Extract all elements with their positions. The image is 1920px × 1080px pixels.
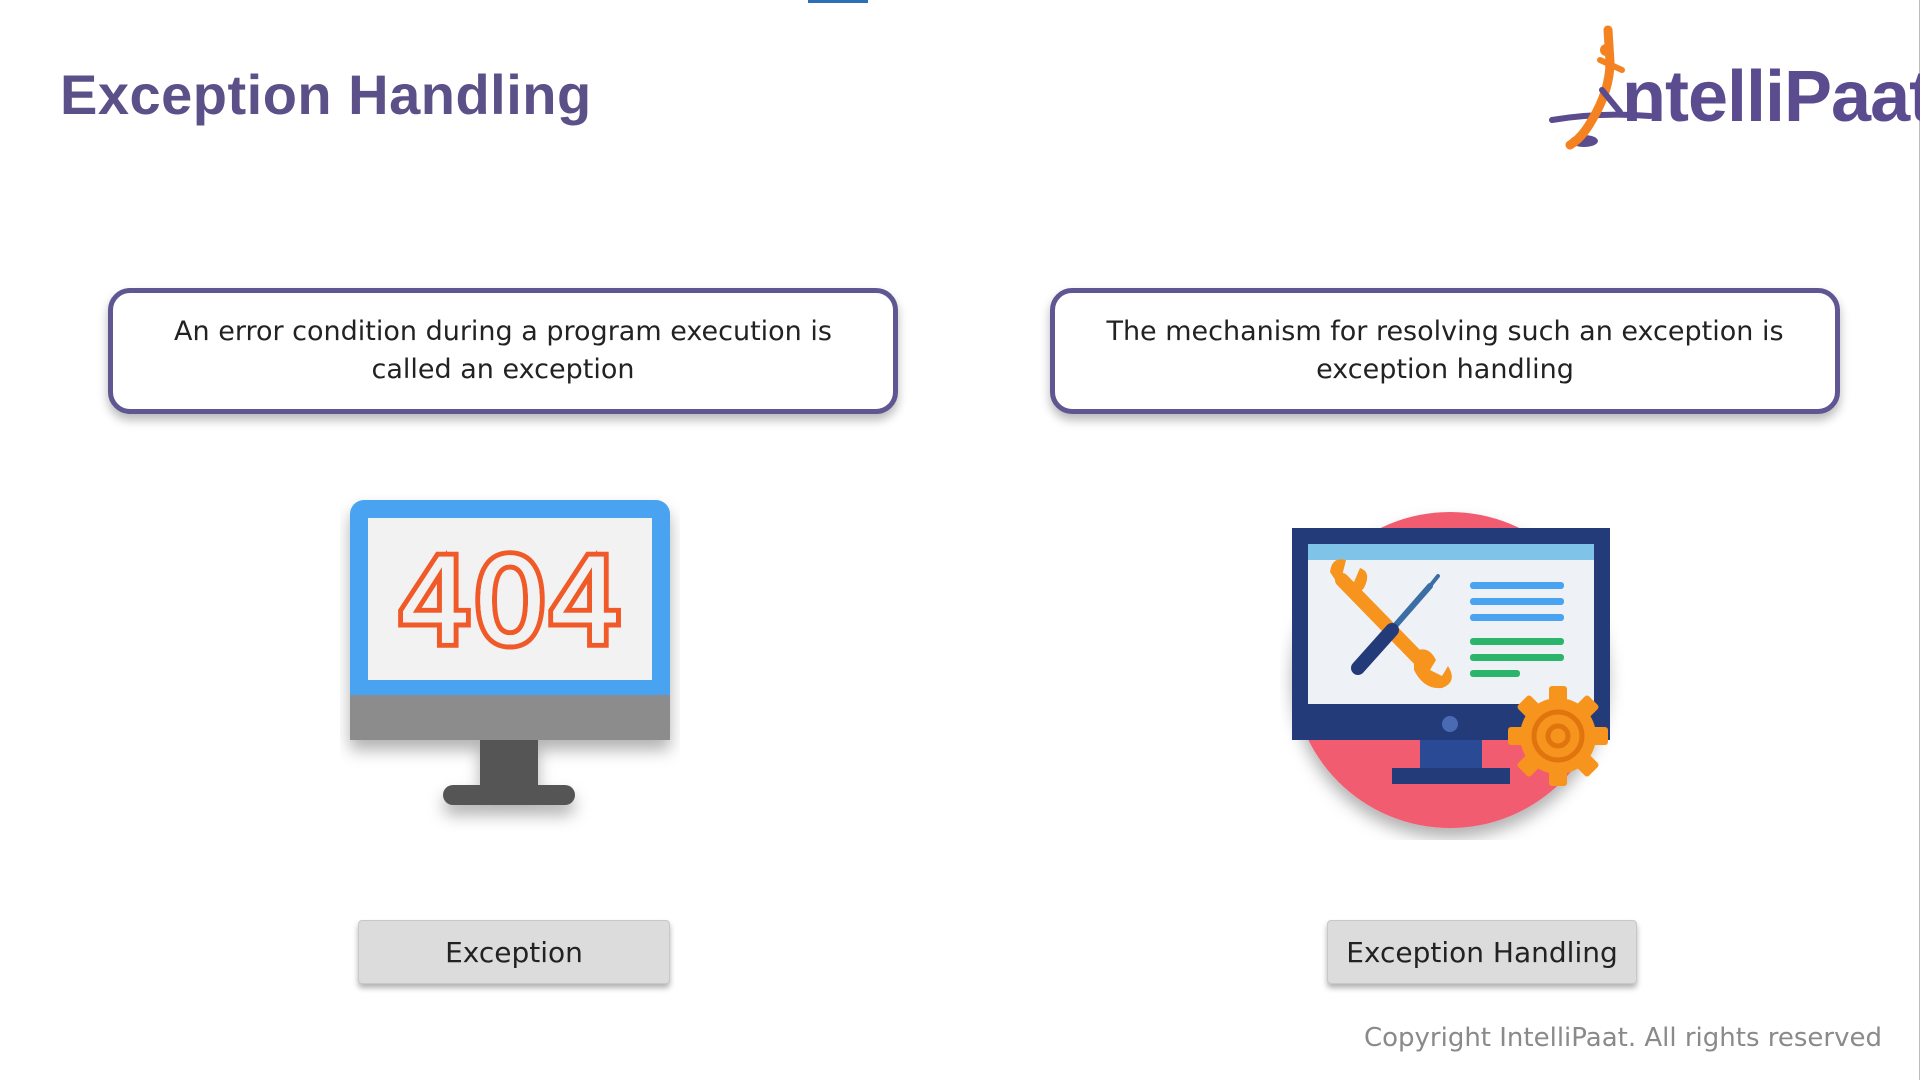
exception-label-button[interactable]: Exception (358, 920, 670, 984)
logo-text: ntelliPaat (1622, 57, 1920, 137)
monitor-tools-gear-icon (1280, 500, 1630, 840)
definition-box-exception: An error condition during a program exec… (108, 288, 898, 414)
exception-handling-label-button[interactable]: Exception Handling (1327, 920, 1637, 984)
monitor-404-icon: 404 404 (340, 495, 680, 835)
slide-title: Exception Handling (60, 63, 592, 126)
intellipaat-logo: ntelliPaat (1540, 20, 1920, 155)
copyright-text: Copyright IntelliPaat. All rights reserv… (1363, 1023, 1882, 1053)
definition-text: An error condition during a program exec… (174, 316, 832, 385)
top-marker (808, 0, 868, 3)
definition-text: The mechanism for resolving such an exce… (1106, 316, 1784, 385)
error-code-text: 404 (397, 533, 622, 671)
definition-box-exception-handling: The mechanism for resolving such an exce… (1050, 288, 1840, 414)
intellipaat-figure-icon (1549, 25, 1653, 150)
error-code-fill: 404 (397, 533, 622, 671)
